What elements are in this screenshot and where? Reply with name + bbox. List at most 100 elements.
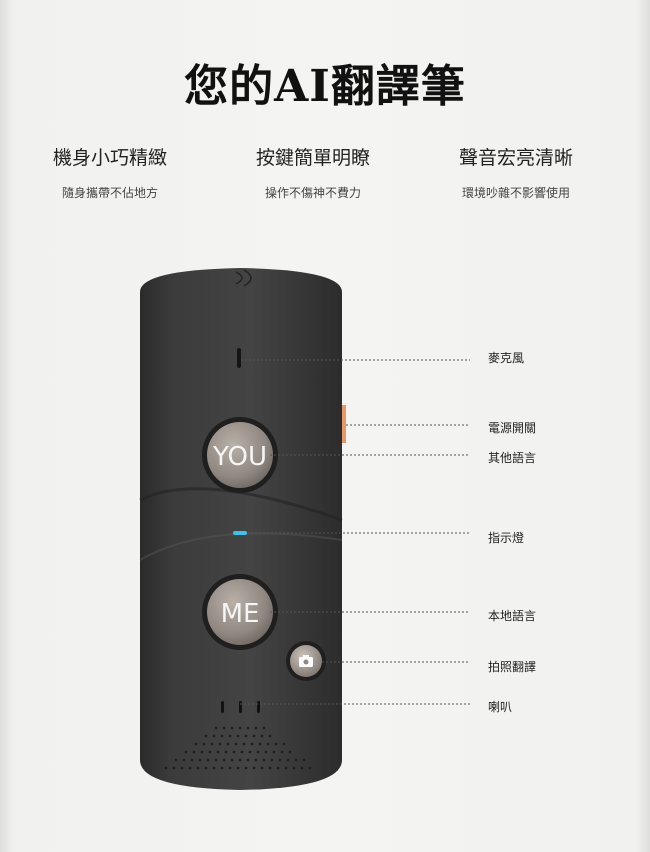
grille-dot: [270, 758, 274, 762]
speaker-slot: [221, 701, 224, 713]
grille-dot: [210, 742, 214, 746]
label-speaker: 喇叭: [488, 700, 513, 714]
grille-dot: [172, 766, 176, 770]
grille-dot: [216, 750, 220, 754]
grille-dot: [244, 734, 248, 738]
feature-subtext: 隨身攜帶不佔地方: [61, 186, 158, 200]
grille-dot: [276, 766, 280, 770]
grille-dot: [164, 766, 168, 770]
grille-dot: [264, 750, 268, 754]
grille-dot: [278, 758, 282, 762]
grille-dot: [204, 734, 208, 738]
grille-dot: [240, 750, 244, 754]
grille-dot: [222, 758, 226, 762]
label-photo-translate: 拍照翻譯: [488, 660, 537, 674]
grille-dot: [188, 766, 192, 770]
body-contour: [139, 532, 343, 561]
feature-sound: 聲音宏亮清晰 環境吵雜不影響使用: [411, 143, 621, 201]
grille-dot: [254, 758, 258, 762]
grille-dot: [174, 758, 178, 762]
speaker-slot: [257, 701, 260, 713]
me-button[interactable]: [207, 579, 273, 645]
feature-subtext: 操作不傷神不費力: [264, 186, 361, 200]
power-switch-edge: [340, 405, 346, 443]
grille-dot: [228, 766, 232, 770]
grille-dot: [180, 766, 184, 770]
grille-dot: [222, 726, 226, 730]
grille-dot: [294, 758, 298, 762]
grille-dot: [198, 758, 202, 762]
grille-dot: [184, 750, 188, 754]
label-power-switch: 電源開關: [488, 421, 537, 435]
grille-dot: [250, 742, 254, 746]
grille-dot: [248, 750, 252, 754]
feature-heading: 機身小巧精緻: [52, 147, 167, 169]
grille-dot: [280, 750, 284, 754]
grille-dot: [282, 742, 286, 746]
body-contour: [139, 487, 343, 522]
grille-dot: [260, 766, 264, 770]
grille-dot: [260, 734, 264, 738]
grille-dot: [212, 766, 216, 770]
feature-heading: 聲音宏亮清晰: [458, 147, 573, 169]
grille-dot: [308, 766, 312, 770]
grille-dot: [256, 750, 260, 754]
grille-dot: [286, 758, 290, 762]
grille-dot: [246, 758, 250, 762]
grille-dot: [230, 726, 234, 730]
grille-dot: [228, 734, 232, 738]
grille-dot: [220, 734, 224, 738]
you-button-label: YOU: [212, 442, 267, 472]
grille-dot: [238, 726, 242, 730]
grille-dot: [262, 758, 266, 762]
grille-dot: [252, 734, 256, 738]
grille-dot: [268, 734, 272, 738]
grille-dot: [212, 734, 216, 738]
grille-dot: [252, 766, 256, 770]
callout-lines: [240, 359, 470, 705]
grille-dot: [236, 734, 240, 738]
microphone-icon: [237, 348, 241, 368]
grille-dot: [242, 742, 246, 746]
grille-dot: [288, 750, 292, 754]
grille-dot: [258, 742, 262, 746]
feature-buttons: 按鍵簡單明瞭 操作不傷神不費力: [208, 143, 418, 201]
grille-dot: [246, 726, 250, 730]
top-grille-arc: [235, 271, 243, 285]
grille-dot: [234, 742, 238, 746]
grille-dot: [272, 750, 276, 754]
label-local-language: 本地語言: [488, 609, 537, 623]
grille-dot: [300, 766, 304, 770]
label-other-language: 其他語言: [488, 451, 537, 465]
grille-dot: [190, 758, 194, 762]
grille-dot: [206, 758, 210, 762]
grille-dot: [182, 758, 186, 762]
speaker-grille: [164, 726, 312, 770]
grille-dot: [236, 766, 240, 770]
grille-dot: [266, 742, 270, 746]
top-grille-arc: [243, 269, 252, 287]
grille-dot: [200, 750, 204, 754]
grille-dot: [230, 758, 234, 762]
grille-dot: [284, 766, 288, 770]
grille-dot: [292, 766, 296, 770]
speaker-slot: [239, 701, 242, 713]
grille-dot: [274, 742, 278, 746]
grille-dot: [194, 742, 198, 746]
feature-subtext: 環境吵雜不影響使用: [461, 186, 570, 200]
you-button[interactable]: [207, 422, 273, 488]
label-indicator: 指示燈: [488, 531, 525, 545]
grille-dot: [254, 726, 258, 730]
grille-dot: [268, 766, 272, 770]
grille-dot: [218, 742, 222, 746]
grille-dot: [204, 766, 208, 770]
me-button-label: ME: [221, 599, 260, 629]
grille-dot: [244, 766, 248, 770]
grille-dot: [220, 766, 224, 770]
feature-heading: 按鍵簡單明瞭: [255, 147, 370, 169]
grille-dot: [208, 750, 212, 754]
camera-icon: [299, 655, 313, 667]
grille-dot: [226, 742, 230, 746]
grille-dot: [214, 726, 218, 730]
